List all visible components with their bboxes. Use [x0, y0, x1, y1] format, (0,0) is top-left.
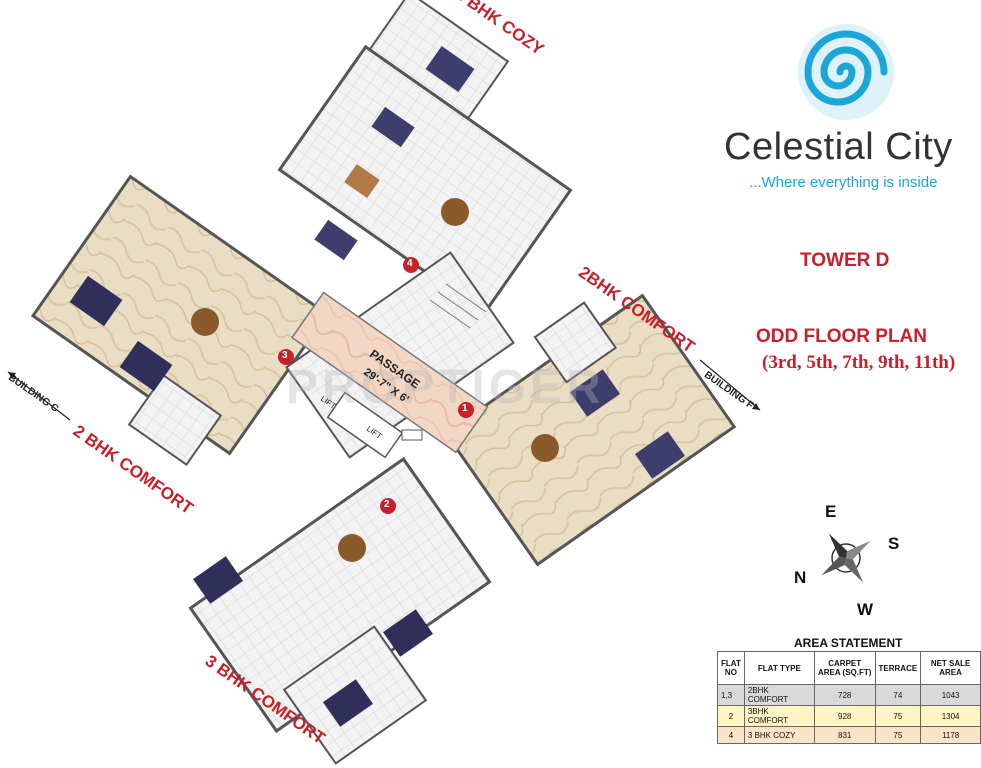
building-arrows: [7, 359, 761, 421]
compass-rose: [821, 533, 871, 583]
wing-3bhk-cozy: [277, 0, 573, 316]
cell: 4: [717, 726, 745, 744]
plan-title: ODD FLOOR PLAN: [756, 326, 927, 347]
cell: 75: [874, 705, 922, 727]
compass-s: S: [888, 534, 900, 553]
flat-marker-3: 3: [282, 350, 288, 361]
floor-list: (3rd, 5th, 7th, 9th, 11th): [762, 352, 956, 373]
cell: 1304: [920, 705, 981, 727]
cell: 728: [813, 684, 876, 706]
flat-marker-2: 2: [384, 499, 390, 510]
cell: 1178: [920, 726, 981, 744]
compass-w: W: [857, 600, 874, 619]
flat-markers: [278, 257, 474, 514]
cell: 1043: [920, 684, 981, 706]
cell: 75: [874, 726, 922, 744]
logo-swirl-icon: [798, 24, 894, 120]
flat-marker-1: 1: [462, 403, 468, 414]
cell: 74: [874, 684, 922, 706]
compass-n: N: [794, 568, 807, 587]
cell: 2: [717, 705, 745, 727]
brand-name: Celestial City: [724, 126, 953, 168]
table-header-row: FLAT NO FLAT TYPE CARPET AREA (SQ.FT) TE…: [717, 651, 981, 685]
central-core: [285, 251, 515, 459]
cell: 831: [813, 726, 876, 744]
area-statement-title: AREA STATEMENT: [794, 636, 903, 650]
watermark: PROPTIGER: [286, 361, 605, 414]
col-flat-type: FLAT TYPE: [743, 651, 815, 685]
area-statement-table: FLAT NO FLAT TYPE CARPET AREA (SQ.FT) TE…: [717, 651, 981, 744]
table-row: 1,3 2BHK COMFORT 728 74 1043: [717, 684, 981, 706]
col-carpet-area: CARPET AREA (SQ.FT): [813, 651, 876, 685]
cell: 2BHK COMFORT: [743, 684, 815, 706]
brand-tagline: ...Where everything is inside: [749, 174, 938, 191]
wing-3bhk-comfort: [188, 456, 492, 765]
col-net-sale-area: NET SALE AREA: [920, 651, 981, 685]
cell: 3BHK COMFORT: [743, 705, 815, 727]
table-row: 4 3 BHK COZY 831 75 1178: [717, 726, 981, 744]
tower-title: TOWER D: [800, 250, 890, 271]
col-flat-no: FLAT NO: [717, 651, 745, 685]
flat-marker-4: 4: [407, 258, 413, 269]
cell: 1,3: [717, 684, 745, 706]
cell: 928: [813, 705, 876, 727]
table-row: 2 3BHK COMFORT 928 75 1304: [717, 705, 981, 727]
wing-2bhk-comfort-left: [30, 174, 330, 467]
wing-2bhk-comfort-right: [443, 293, 737, 567]
col-terrace: TERRACE: [874, 651, 922, 685]
compass-e: E: [825, 502, 837, 521]
cell: 3 BHK COZY: [743, 726, 815, 744]
